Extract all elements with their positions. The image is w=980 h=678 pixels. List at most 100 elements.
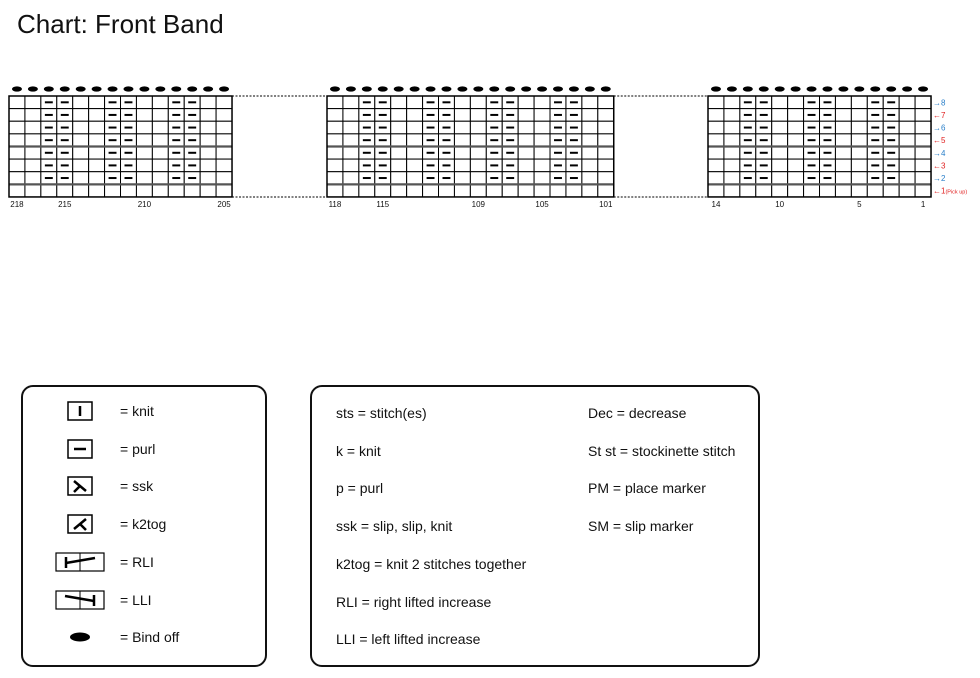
stitch-cell [723,158,741,173]
bind-off-mark [203,86,214,92]
legend-label: = RLI [120,553,154,570]
stitch-cell [151,158,169,173]
stitch-cell [88,120,106,135]
stitch-cell [850,108,868,122]
stitch-cell [581,145,599,160]
row-number-label: →2 [933,174,946,183]
stitch-cell [723,95,741,110]
bind-off-mark [139,86,150,92]
abbreviation-item: p = purl [336,480,384,497]
stitch-cell [850,120,868,135]
stitch-cell [88,133,106,147]
stitch-cell [850,133,868,147]
stitch-cell [787,120,805,135]
legend-item-bind-off: = Bind off [23,627,265,647]
ssk-symbol-icon [67,476,93,497]
stitch-cell [24,183,42,198]
bind-off-mark [43,86,54,92]
stitch-cell [787,158,805,173]
stitch-cell [183,183,201,198]
stitch-cell [326,171,344,185]
abbreviation-item: LLI = left lifted increase [336,631,481,648]
stitch-cell [24,171,42,185]
stitch-cell [135,183,153,198]
stitch-cell [707,120,725,135]
stitch-cell [215,120,233,135]
bind-off-mark [345,86,356,92]
stitch-cell [453,108,471,122]
stitch-cell [88,171,106,185]
stitch-cell [453,145,471,160]
bind-off-mark [409,86,420,92]
abbreviation-item: PM = place marker [588,480,706,497]
stitch-cell [72,183,90,198]
stitch-cell [787,145,805,160]
stitch-cell [723,108,741,122]
stitch-cell [898,171,916,185]
stitch-cell [24,108,42,122]
bind-off-mark [505,86,516,92]
stitch-cell [723,183,741,198]
legend-item-ssk: = ssk [23,476,265,497]
stitch-cell [565,183,583,198]
stitch-cell [199,145,217,160]
stitch-cell [8,120,26,135]
abbreviation-item: Dec = decrease [588,405,687,421]
stitch-cell [771,133,789,147]
stitch-cell [533,158,551,173]
stitch-number-label: 5 [857,200,862,209]
stitch-cell [72,120,90,135]
stitch-cell [834,133,852,147]
stitch-cell [771,108,789,122]
stitch-cell [533,120,551,135]
stitch-cell [597,133,615,147]
stitch-cell [342,108,360,122]
k2tog-symbol-icon [67,514,93,534]
legend-item-purl: = purl [23,438,265,459]
stitch-cell [517,108,535,122]
stitch-cell [406,108,424,122]
stitch-cell [326,158,344,173]
stitch-cell [135,158,153,173]
bind-off-mark [537,86,548,92]
bind-off-symbol-icon [67,627,93,647]
stitch-cell [24,95,42,110]
bind-off-mark [171,86,182,92]
stitch-cell [215,133,233,147]
stitch-cell [834,95,852,110]
stitch-cell [707,158,725,173]
legend-label: = knit [120,403,154,419]
stitch-cell [151,108,169,122]
stitch-number-label: 109 [472,200,486,209]
abbreviation-item: ssk = slip, slip, knit [336,518,453,535]
stitch-cell [406,95,424,110]
stitch-cell [723,145,741,160]
stitch-cell [469,120,487,135]
bind-off-mark [75,86,86,92]
row-number-label: ←3 [933,161,946,170]
stitch-cell [834,158,852,173]
legend-item-knit: = knit [23,401,265,421]
row-number-label: ←5 [933,136,946,145]
stitch-cell [707,145,725,160]
stitch-cell [914,183,932,198]
rli-symbol-icon [55,552,105,572]
stitch-cell [406,183,424,198]
stitch-cell [517,183,535,198]
stitch-cell [517,120,535,135]
stitch-cell [914,145,932,160]
stitch-cell [723,171,741,185]
stitch-cell [469,133,487,147]
stitch-cell [850,183,868,198]
stitch-cell [8,171,26,185]
stitch-cell [199,108,217,122]
bind-off-mark [393,86,404,92]
stitch-cell [135,108,153,122]
bind-off-mark [790,86,801,92]
stitch-cell [24,120,42,135]
legend-label: = LLI [120,591,152,608]
stitch-cell [898,120,916,135]
row-number-label: →6 [933,124,946,133]
